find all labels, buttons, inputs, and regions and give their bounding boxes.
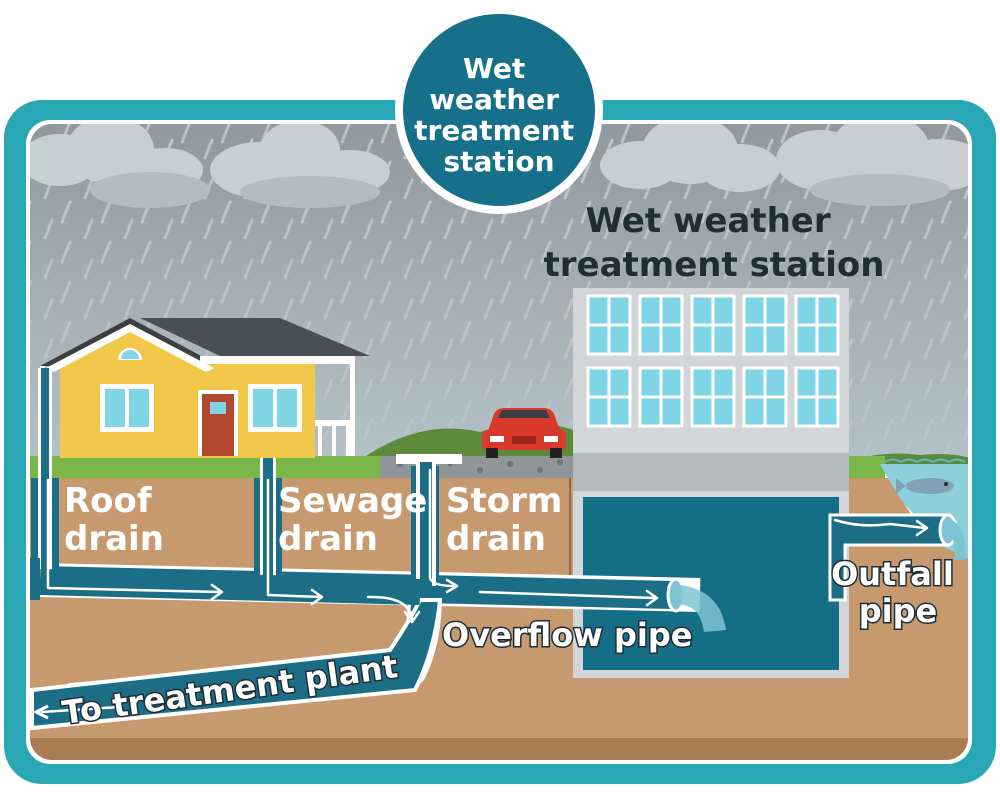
arrow-icon xyxy=(40,468,929,714)
building-title-line1: Wet weather xyxy=(586,201,831,241)
clouds-back xyxy=(90,172,950,208)
sewage-drain-line1: Sewage xyxy=(278,481,427,521)
to-plant-pipe xyxy=(30,598,443,731)
window-mullions xyxy=(588,296,838,426)
outfall-pipe-line2: pipe xyxy=(859,592,937,630)
scene: Roof drain Sewage drain Storm drain Over… xyxy=(30,124,968,760)
fish-icon xyxy=(896,478,954,494)
badge: Wet weather treatment station xyxy=(395,6,603,214)
grass-right xyxy=(845,456,885,478)
building-title-line2: treatment station xyxy=(544,245,885,285)
water-pour xyxy=(680,585,726,632)
outfall-pipe-label: Outfall pipe xyxy=(831,555,965,630)
storm-drain-line1: Storm xyxy=(446,481,562,521)
storm-drain-line2: drain xyxy=(446,519,546,559)
badge-line4: station xyxy=(443,145,554,178)
building-title: Wet weather treatment station xyxy=(544,201,885,285)
sewage-drain-line2: drain xyxy=(278,519,378,559)
soil-bottom xyxy=(30,738,968,760)
badge-line1: Wet xyxy=(463,52,525,85)
badge-line3: treatment xyxy=(414,114,574,147)
grass-left xyxy=(30,456,386,478)
arrow-left-icon xyxy=(32,704,49,720)
overflow-pipe-label: Overflow pipe xyxy=(442,616,692,654)
outfall-pipe-line1: Outfall xyxy=(831,555,954,593)
sewage-drain-label: Sewage drain xyxy=(278,481,439,559)
car-icon xyxy=(482,408,566,458)
badge-title: Wet weather treatment station xyxy=(414,52,584,178)
house xyxy=(40,318,370,458)
roof-drain-line2: drain xyxy=(64,519,164,559)
outfall-pour xyxy=(950,520,966,560)
storm-drain-label: Storm drain xyxy=(446,481,574,559)
roof-drain-line1: Roof xyxy=(64,481,153,521)
roof-drain-label: Roof drain xyxy=(64,481,164,559)
storm-grate xyxy=(396,454,462,464)
badge-line2: weather xyxy=(429,83,559,116)
